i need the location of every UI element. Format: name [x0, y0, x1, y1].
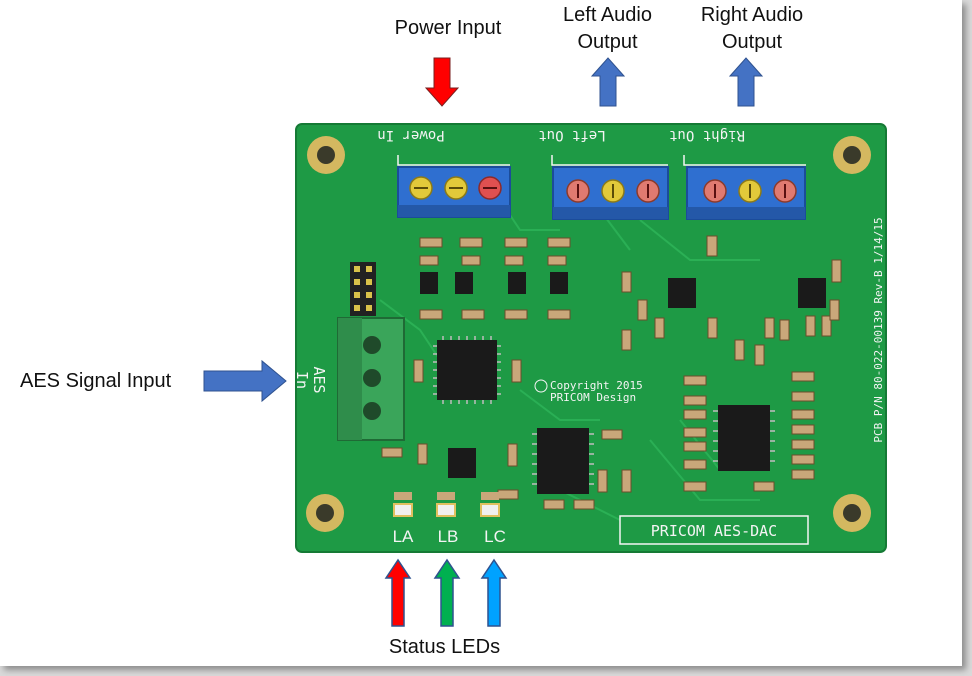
- connector-label-aes-line1: AES: [310, 366, 328, 393]
- status-led-pads: [393, 492, 500, 517]
- mount-hole-top-left: [307, 136, 345, 174]
- callout-status-leds-text: Status LEDs: [388, 636, 501, 658]
- connector-label-right: Right Out: [669, 127, 745, 143]
- terminal-block-right-out: [686, 166, 806, 220]
- board-brand-label: PRICOM AES-DAC: [651, 522, 777, 540]
- terminal-block-left-out: [552, 166, 669, 220]
- mount-holes: [306, 136, 871, 532]
- callout-left-audio-line2: Output: [577, 31, 638, 53]
- part-number-silkscreen: PCB P/N 80-022-00139 Rev-B 1/14/15: [872, 217, 885, 442]
- callout-right-audio-line1: Right Audio: [700, 4, 804, 26]
- callout-power-input: Power Input: [368, 15, 528, 42]
- terminal-block-power: [397, 166, 511, 218]
- led-label-lb: LB: [438, 527, 459, 546]
- callout-left-audio-output: Left Audio Output: [540, 2, 675, 56]
- led-label-la: LA: [393, 527, 414, 546]
- callout-status-leds: Status LEDs: [372, 634, 517, 661]
- mount-hole-bottom-right: [833, 494, 871, 532]
- copyright-line1: Copyright 2015: [550, 379, 643, 392]
- arrow-power-input: [424, 57, 460, 107]
- arrow-right-audio-output: [728, 57, 764, 107]
- figure-frame: Power In Left Out Right Out AES In PCB P…: [0, 0, 962, 666]
- callout-right-audio-output: Right Audio Output: [682, 2, 822, 56]
- arrow-left-audio-output: [590, 57, 626, 107]
- header-p3: [350, 262, 376, 316]
- arrow-aes-signal-input: [203, 359, 287, 403]
- callout-power-input-text: Power Input: [394, 17, 502, 39]
- integrated-circuits: [420, 272, 826, 494]
- mount-hole-top-right: [833, 136, 871, 174]
- callout-aes-signal-input-text: AES Signal Input: [20, 370, 172, 392]
- passive-components: [381, 235, 842, 510]
- mount-hole-bottom-left: [306, 494, 344, 532]
- callout-right-audio-line2: Output: [721, 31, 783, 53]
- arrow-led-lb: [433, 558, 461, 627]
- callout-aes-signal-input: AES Signal Input: [20, 368, 200, 395]
- arrow-led-la: [384, 558, 412, 627]
- connector-label-aes-line2: In: [293, 371, 311, 389]
- connector-label-left: Left Out: [538, 127, 605, 143]
- callout-left-audio-line1: Left Audio: [563, 4, 652, 26]
- copyright-line2: PRICOM Design: [550, 391, 636, 404]
- arrow-led-lc: [480, 558, 508, 627]
- pcb-board-illustration: Power In Left Out Right Out AES In PCB P…: [203, 57, 887, 627]
- connector-label-power: Power In: [377, 127, 444, 143]
- led-label-lc: LC: [484, 527, 506, 546]
- aes-input-connector: [337, 317, 405, 441]
